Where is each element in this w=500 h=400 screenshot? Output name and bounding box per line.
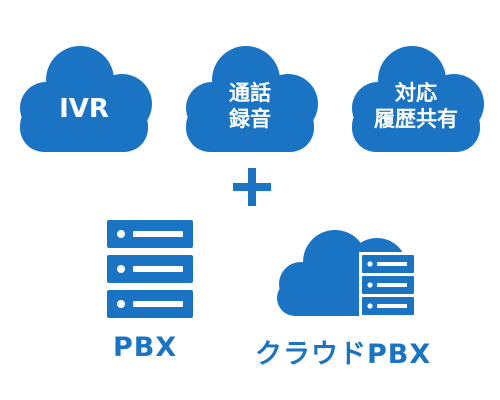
server-icon [107, 220, 193, 318]
cloud-history-line1: 対応 [395, 80, 437, 105]
cloud-server-icon [277, 230, 417, 318]
cloud-call-recording: 通話 録音 [176, 38, 324, 156]
plus-icon [233, 168, 271, 206]
cloud-ivr-label: IVR [59, 93, 109, 124]
cloud-history-line2: 履歴共有 [374, 107, 458, 131]
cloud-recording-line2: 録音 [229, 107, 271, 131]
cloud-pbx-label: クラウドPBX [255, 339, 432, 370]
cloud-icon [20, 46, 152, 152]
cloud-icon [186, 46, 318, 152]
cloud-icon [352, 46, 484, 152]
pbx-label: PBX [113, 332, 178, 363]
cloud-recording-line1: 通話 [229, 80, 271, 105]
cloud-history-share: 対応 履歴共有 [342, 38, 490, 156]
cloud-ivr: IVR [10, 38, 158, 156]
